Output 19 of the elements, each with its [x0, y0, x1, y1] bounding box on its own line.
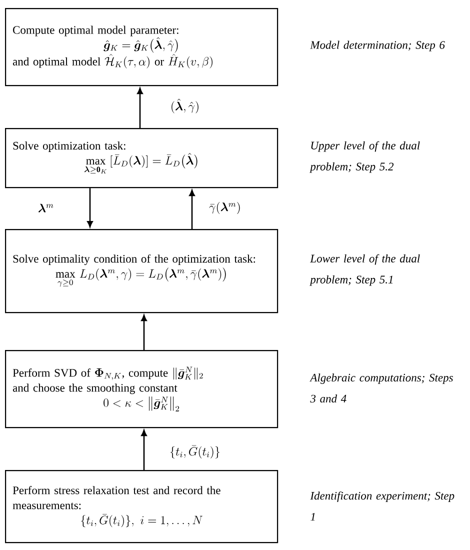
edge-label: $\{t_i,\bar{G}(t_i)\}$	[170, 445, 220, 458]
step-note: Model determination; Step 6	[310, 40, 445, 52]
arrow	[87, 188, 93, 228]
step-note: Identification experiment; Step 1	[310, 491, 454, 521]
process-box: Solve optimization task: $\max\limits_{\boldsymbol{\lambda}\geq\mathbf{0}_K}\,[\bar{L}_D(\boldsymbol{\lambda})] = \bar{L}_D\big(\hat{\boldsymbol{\lambda}}\big)$	[5, 128, 278, 188]
process-box: Solve optimality condition of the optimization task: $\max\limits_{\gamma\geq 0}\, L_D(\boldsymbol{\lambda}^m,\gamma) = L_D\big(\boldsymbol{\lambda}^m,\bar{\gamma}(\boldsymbol{\lambda}^m)\big)$	[5, 229, 278, 314]
process-box: Compute optimal model parameter: $\hat{\boldsymbol{g}}_K = \hat{\boldsymbol{g}}_K\big(\hat{\boldsymbol{\lambda}},\hat{\gamma}\big)$ $\text{and optimal model } \hat{\mathcal{H}}_K(\tau,\alpha) \text{ or } \hat{H}_K(v,\beta)$	[5, 8, 278, 86]
arrow	[141, 430, 147, 470]
step-note: Upper level of the dual problem; Step 5.2	[310, 141, 420, 173]
edge-label: $\bar{\gamma}(\boldsymbol{\lambda}^m)$	[209, 202, 240, 214]
process-box: Perform stress relaxation test and record the measurements: $\{t_i,\bar{G}(t_i)\},\ i = 1,\dots,N$	[5, 470, 278, 544]
arrow	[189, 190, 195, 229]
arrow	[141, 314, 147, 350]
step-note: Algebraic computations; Steps 3 and 4	[310, 373, 453, 403]
step-note: Lower level of the dual problem; Step 5.1	[310, 254, 420, 286]
arrow	[137, 88, 143, 128]
edge-label: $(\hat{\boldsymbol{\lambda}},\hat{\gamma})$	[172, 98, 198, 114]
edge-label: $\boldsymbol{\lambda}^m$	[38, 204, 54, 212]
process-box: $\text{Perform SVD of } \boldsymbol{\Phi}_{N,K}\text{, compute } \|\bar{\boldsymbol{g}}_K^N\|_2$ and choose the smoothing constant $0 < \kappa < \big\|\bar{\boldsymbol{g}}_K^N\big\|_2$	[5, 350, 278, 428]
